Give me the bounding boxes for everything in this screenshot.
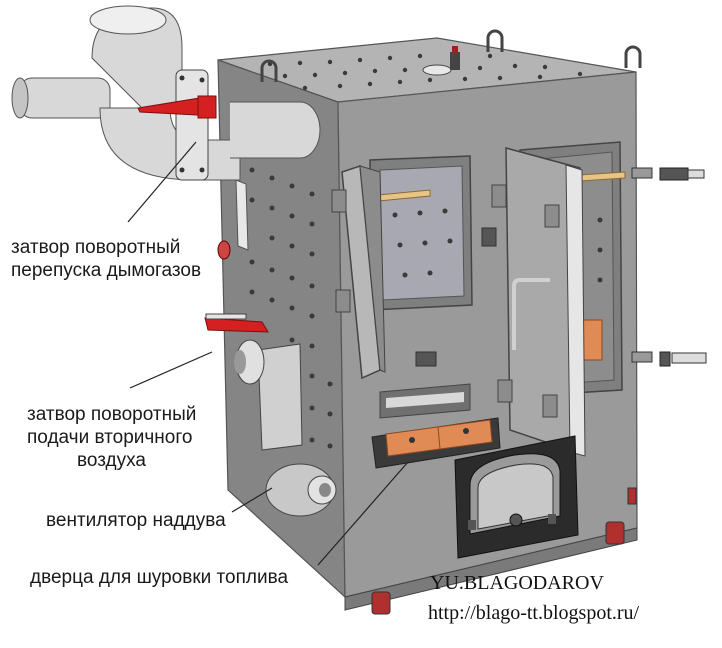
- secondary-air-damper-handle: [204, 317, 269, 333]
- bypass-damper-label-line2: перепуска дымогазов: [11, 260, 202, 281]
- author-credit: YU.BLAGODAROV: [430, 572, 604, 594]
- sensor-probes: [631, 167, 707, 367]
- side-holes: [249, 167, 333, 449]
- top-flue-outlet: [422, 64, 452, 76]
- lifting-eyes: [260, 29, 642, 82]
- side-inspection-port: [217, 240, 231, 260]
- secondary-air-duct: [257, 343, 303, 451]
- secondary-air-label-line2: подачи вторичного: [27, 427, 193, 448]
- secondary-air-label-line1: затвор поворотный: [27, 404, 197, 425]
- top-valve: [450, 52, 460, 70]
- caster-wheels: [371, 487, 637, 615]
- secondary-air-damper-label: затвор поворотный подачи вторичного возд…: [27, 403, 196, 472]
- bypass-damper-label: затвор поворотный перепуска дымогазов: [11, 236, 201, 282]
- door-handle: [512, 278, 550, 350]
- top-holes: [267, 52, 583, 91]
- bypass-damper-flange: [175, 69, 209, 181]
- leader-lines: [127, 141, 409, 566]
- upper-left-window-glass: [379, 165, 465, 301]
- boiler-base-frame: [344, 527, 638, 611]
- side-hatch: [235, 179, 249, 251]
- secondary-air-label-line3: воздуха: [77, 450, 146, 471]
- blog-url: http://blago-tt.blogspot.ru/: [428, 602, 640, 624]
- latch: [415, 227, 497, 367]
- bypass-damper-label-line1: затвор поворотный: [11, 237, 181, 258]
- stoking-door-label: дверца для шуровки топлива: [30, 567, 289, 588]
- fan-label: вентилятор наддува: [46, 510, 226, 531]
